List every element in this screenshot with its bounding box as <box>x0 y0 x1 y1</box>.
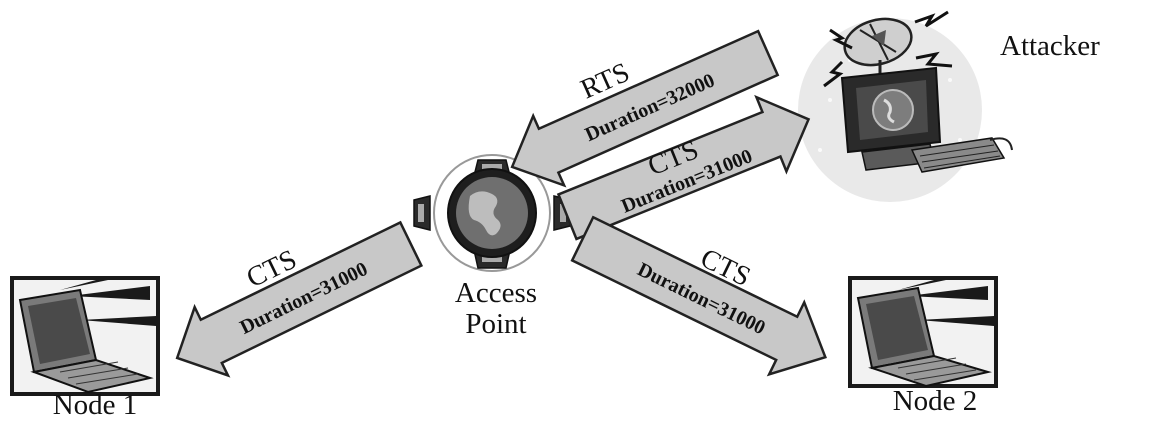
access-point-globe-icon <box>413 154 571 272</box>
access-point-label-line1: Access <box>455 277 537 309</box>
access-point-label-line2: Point <box>465 308 526 340</box>
node1-laptop-icon <box>10 276 160 396</box>
node2-label: Node 2 <box>893 385 978 417</box>
attacker-label: Attacker <box>1000 30 1100 62</box>
node2-laptop-icon <box>848 276 998 388</box>
attacker-computer-icon <box>798 10 1013 202</box>
node1-label: Node 1 <box>53 389 138 418</box>
cts-arrow-ap-to-node1: CTS Duration=31000 <box>175 220 424 378</box>
